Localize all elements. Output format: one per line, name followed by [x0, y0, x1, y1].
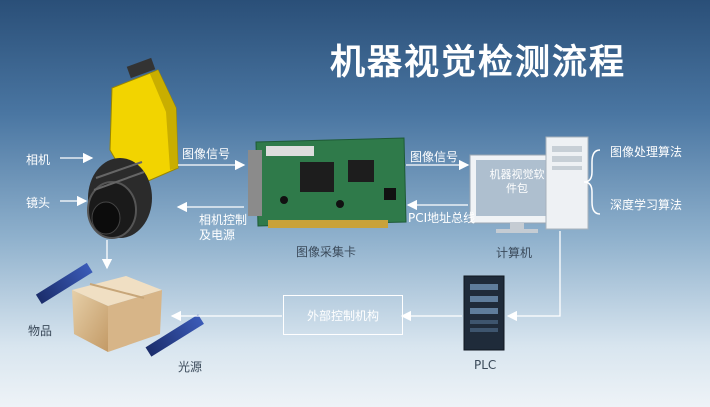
light-bar-icon: [145, 314, 204, 357]
label-camera-control: 相机控制: [199, 213, 248, 227]
external-control-box: 外部控制机构: [283, 295, 403, 335]
plc-server-icon: [463, 275, 505, 351]
camera-icon: [87, 57, 179, 239]
label-plc: PLC: [474, 358, 497, 372]
pc-tower-icon: [545, 136, 589, 230]
label-computer: 计算机: [496, 246, 533, 260]
label-light-source: 光源: [178, 360, 203, 374]
label-image-algorithm: 图像处理算法: [610, 145, 683, 159]
label-power: 及电源: [199, 228, 236, 242]
label-external-control: 外部控制机构: [306, 308, 379, 323]
label-object: 物品: [28, 324, 53, 338]
capture-card-icon: [248, 137, 407, 228]
label-capture-card: 图像采集卡: [296, 245, 357, 259]
label-camera: 相机: [26, 153, 51, 167]
label-software: 机器视觉软件包: [489, 168, 545, 195]
box-icon: [72, 276, 162, 352]
light-bar-icon: [35, 262, 93, 304]
label-deep-learning-algorithm: 深度学习算法: [610, 198, 683, 212]
label-image-signal-right: 图像信号: [410, 150, 459, 164]
label-pci-bus: PCI地址总线: [408, 211, 476, 225]
label-image-signal-left: 图像信号: [182, 147, 231, 161]
label-lens: 镜头: [26, 196, 51, 210]
page-title: 机器视觉检测流程: [330, 43, 627, 83]
